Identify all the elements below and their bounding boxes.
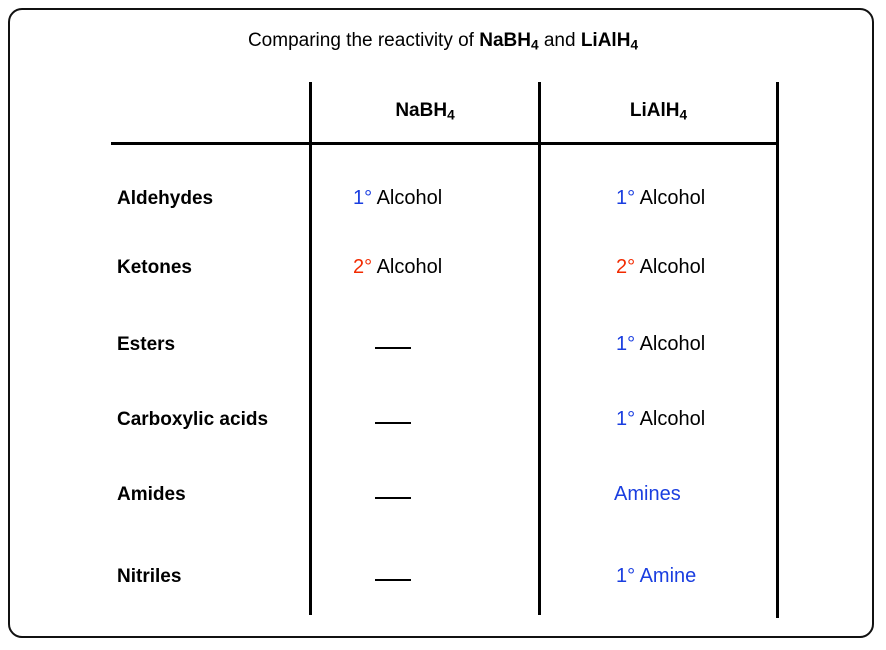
title-joiner: and (538, 30, 581, 51)
column-header-lialh4: LiAlH4 (629, 100, 688, 123)
no-reaction-dash-amides (375, 497, 411, 499)
header-rule (111, 142, 779, 145)
title-prefix: Comparing the reactivity of (247, 30, 480, 51)
row-label-esters: Esters (117, 334, 176, 355)
row-label-aldehydes: Aldehydes (117, 188, 214, 209)
degree-label: 1° (616, 408, 636, 430)
title-reagent-2: LiAlH4 (580, 30, 639, 53)
cell-carboxylic-acids-lialh4: 1° Alcohol (616, 408, 706, 430)
cell-amides-lialh4: Amines (614, 483, 681, 505)
cell-esters-lialh4: 1° Alcohol (616, 333, 706, 355)
cell-aldehydes-lialh4: 1° Alcohol (616, 187, 706, 209)
divider-right (776, 82, 779, 618)
no-reaction-dash-carboxylic-acids (375, 422, 411, 424)
title-reagent-1: NaBH4 (479, 30, 539, 53)
row-label-ketones: Ketones (117, 257, 192, 278)
degree-label: 1° (616, 187, 636, 209)
cell-ketones-lialh4: 2° Alcohol (616, 256, 706, 278)
cell-ketones-nabh4: 2° Alcohol (353, 256, 443, 278)
table-frame (8, 8, 874, 638)
divider-left (309, 82, 312, 615)
row-label-nitriles: Nitriles (117, 566, 182, 587)
degree-label: 2° (353, 256, 373, 278)
no-reaction-dash-esters (375, 347, 411, 349)
degree-label: 2° (616, 256, 636, 278)
degree-label: 1° (616, 333, 636, 355)
column-header-nabh4: NaBH4 (395, 100, 455, 123)
cell-nitriles-lialh4: 1° Amine (616, 565, 697, 587)
cell-aldehydes-nabh4: 1° Alcohol (353, 187, 443, 209)
degree-label: 1° (353, 187, 373, 209)
row-label-amides: Amides (117, 484, 186, 505)
page-title: Comparing the reactivity of NaBH4 and Li… (0, 30, 886, 52)
divider-middle (538, 82, 541, 615)
no-reaction-dash-nitriles (375, 579, 411, 581)
row-label-carboxylic-acids: Carboxylic acids (117, 409, 269, 430)
